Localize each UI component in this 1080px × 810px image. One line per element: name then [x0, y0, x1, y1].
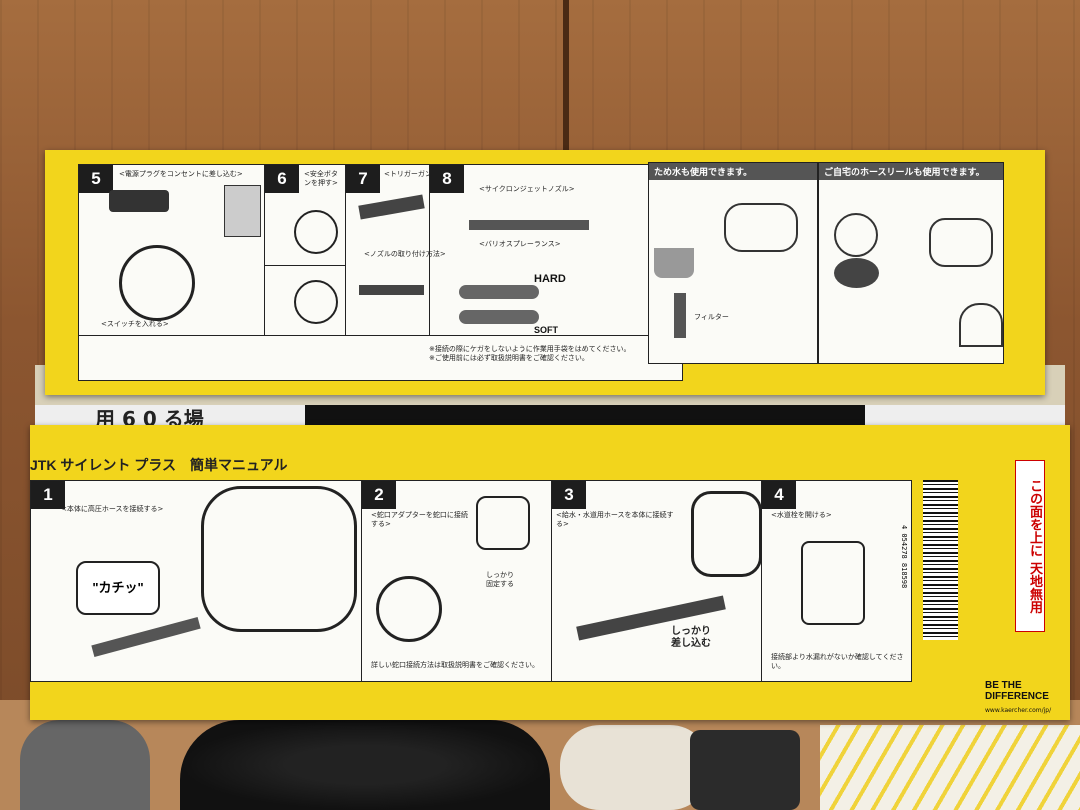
manual-title: JTK サイレント プラス 簡単マニュアル: [30, 457, 288, 473]
step-2-footer: 詳しい蛇口接続方法は取扱説明書をご確認ください。: [371, 661, 539, 669]
step-7-note: <ノズルの取り付け方法>: [364, 250, 446, 258]
step-7-title: <トリガーガンを握る>: [384, 170, 459, 178]
coupling-icon: [834, 213, 878, 257]
black-nozzle: [690, 730, 800, 810]
click-callout: "カチッ": [76, 561, 160, 615]
hose-reel-panel: ご自宅のホースリールも使用できます。: [818, 162, 1004, 364]
gray-object: [20, 720, 150, 810]
step-5-note: <スイッチを入れる>: [101, 320, 169, 328]
step-6-number: 6: [265, 165, 299, 193]
tank-panel-header: ため水も使用できます。: [649, 163, 817, 180]
side-label-1: 天地無用: [1027, 561, 1042, 614]
top-instruction-panel: 5 <電源プラグをコンセントに差し込む> <スイッチを入れる> 6 <安全ボタン…: [78, 164, 683, 381]
bottom-box: JTK サイレント プラス 簡単マニュアル 1 <本体に高圧ホースを接続する> …: [30, 425, 1070, 720]
tank-water-panel: ため水も使用できます。 フィルター: [648, 162, 818, 364]
lock-icon: [294, 280, 338, 324]
spray-lance-soft-icon: [459, 310, 539, 324]
bottom-instruction-panel: 1 <本体に高圧ホースを接続する> "カチッ" 2 <蛇口アダプターを蛇口に接続…: [30, 480, 912, 682]
step-2-title: <蛇口アダプターを蛇口に接続する>: [371, 511, 468, 528]
yellow-white-hose: [820, 725, 1080, 810]
pressure-washer-icon: [201, 486, 357, 632]
step-2-number: 2: [362, 481, 396, 509]
brand-url: www.kaercher.com/jp/: [985, 707, 1052, 714]
cyclone-nozzle-icon: [469, 220, 589, 230]
step-8-number: 8: [430, 165, 464, 193]
high-pressure-hose-icon: [91, 616, 201, 658]
side-label-2: この面を上に: [1027, 478, 1042, 557]
hose-reel-icon: [834, 258, 879, 288]
hose-reel-machine-icon: [724, 203, 798, 252]
step-4-title: <水道栓を開ける>: [771, 511, 832, 519]
step-1-title: <本体に高圧ホースを接続する>: [61, 505, 164, 513]
top-warning: ※接続の際にケガをしないように作業用手袋をはめてください。 ※ご使用前には必ず取…: [429, 345, 631, 362]
faucet-icon: [476, 496, 530, 550]
step-6-title: <安全ボタンを押す>: [304, 170, 338, 187]
step-5-number: 5: [79, 165, 113, 193]
open-tap-icon: [801, 541, 865, 625]
step-8-title: <サイクロンジェットノズル>: [479, 185, 575, 193]
switch-dial-icon: [119, 245, 195, 321]
machine-inlet-icon: [691, 491, 762, 577]
spray-lance-hard-icon: [459, 285, 539, 299]
plug-icon: [109, 190, 169, 212]
hook-icon: [959, 303, 1003, 347]
outlet-icon: [224, 185, 261, 237]
water-bucket-icon: [654, 248, 694, 278]
white-hose: [560, 725, 710, 810]
trigger-gun-icon: [358, 194, 425, 220]
nozzle-attach-icon: [359, 285, 424, 295]
filter-icon: [674, 293, 686, 338]
step-1-number: 1: [31, 481, 65, 509]
step-4-footer: 接続部より水漏れがないか確認してください。: [771, 653, 904, 670]
hard-label: HARD: [534, 273, 566, 285]
step-2-callout: しっかり 固定する: [486, 571, 514, 588]
faucet-adapter-icon: [376, 576, 442, 642]
unlock-icon: [294, 210, 338, 254]
step-4-number: 4: [762, 481, 796, 509]
soft-label: SOFT: [534, 325, 558, 335]
barcode: [923, 480, 958, 640]
filter-label: フィルター: [694, 313, 729, 321]
step-5-title: <電源プラグをコンセントに差し込む>: [119, 170, 243, 178]
step-3-callout: しっかり 差し込む: [671, 626, 711, 649]
step-7-number: 7: [346, 165, 380, 193]
step-3-number: 3: [552, 481, 586, 509]
reel-panel-header: ご自宅のホースリールも使用できます。: [819, 163, 1003, 180]
this-side-up-label: この面を上に 天地無用: [1015, 460, 1045, 632]
shelf-gap: [563, 0, 569, 150]
brand-tagline: BE THE DIFFERENCE: [985, 680, 1049, 702]
coiled-black-hose: [180, 720, 550, 810]
barcode-digits: 4 054278 818598: [900, 525, 908, 589]
machine-icon: [929, 218, 993, 267]
top-box: 5 <電源プラグをコンセントに差し込む> <スイッチを入れる> 6 <安全ボタン…: [45, 150, 1045, 395]
step-8-note: <バリオスプレーランス>: [479, 240, 561, 248]
step-3-title: <給水・水道用ホースを本体に接続する>: [556, 511, 674, 528]
